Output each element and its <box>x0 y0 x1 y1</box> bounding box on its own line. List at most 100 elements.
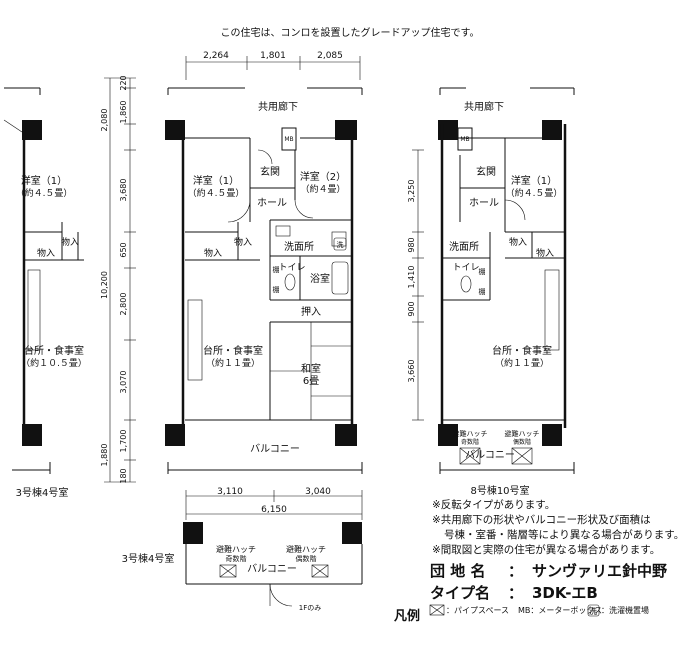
room-entrance: 玄関 <box>260 165 280 178</box>
left-dimensions: 220 2,080 1,860 3,680 650 10,200 2,800 3… <box>100 75 136 484</box>
room-japanese-size: 6畳 <box>303 375 319 387</box>
right-room-shelf: 棚 <box>479 267 486 276</box>
room-western1: 洋室（1） <box>193 174 239 187</box>
bottom-room-balcony: バルコニー <box>247 563 297 575</box>
dim-top-3: 2,085 <box>317 51 343 61</box>
right-hatch-even: 避難ハッチ <box>505 429 540 438</box>
legend-washer: ：洗濯機置場 <box>601 606 649 615</box>
legend-washer-mark: 洗 <box>589 607 597 616</box>
legend-label: 凡例 <box>394 609 421 624</box>
dim-top-1: 2,264 <box>203 51 229 61</box>
right-mb-label: MB <box>460 136 469 143</box>
right-room-toilet: トイレ <box>452 263 479 273</box>
type-colon: ： <box>508 584 524 602</box>
dim-left-220: 220 <box>119 75 128 90</box>
legend-pipe-space: ：パイプスペース <box>446 606 510 615</box>
right-room-western1-size: （約４.５畳） <box>506 187 563 199</box>
complex-name-value: サンヴァリエ針中野 <box>532 562 668 580</box>
dim-left-1700: 1,700 <box>119 430 128 453</box>
right-room-kitchen: 台所・食事室 <box>492 344 552 357</box>
dim-right-3660: 3,660 <box>407 360 416 383</box>
room-storage: 物入 <box>234 236 252 248</box>
left-unit-label: 3号棟4号室 <box>16 486 69 499</box>
top-dimensions: 2,264 1,801 2,085 <box>185 51 361 80</box>
room-shelf-2: 棚 <box>273 285 280 294</box>
left-room-western1-size: （約４.５畳） <box>16 187 73 199</box>
bottom-balcony-variant: 避難ハッチ 奇数階 避難ハッチ 偶数階 バルコニー 1Fのみ 3号棟4号室 <box>122 522 363 612</box>
dim-right-3250: 3,250 <box>407 180 416 203</box>
legend-mb: MB：メーターボックス <box>518 606 603 615</box>
left-unit: 洋室（1） （約４.５畳） 物入 物入 台所・食事室 （約１０.５畳） 3号棟4… <box>3 87 87 499</box>
left-room-western1: 洋室（1） <box>21 174 67 187</box>
dim-left-10200: 10,200 <box>100 271 109 299</box>
right-hatch-even-floor: 偶数階 <box>513 438 531 446</box>
bottom-hatch-even: 避難ハッチ <box>286 544 326 554</box>
room-closet: 押入 <box>301 305 321 318</box>
type-value: 3DK-エB <box>532 584 598 602</box>
right-corridor-label: 共用廊下 <box>464 100 504 113</box>
right-room-entrance: 玄関 <box>476 165 496 178</box>
right-room-western1: 洋室（1） <box>511 174 557 187</box>
dim-right-980: 980 <box>407 237 416 252</box>
room-japanese: 和室 <box>301 362 321 375</box>
left-room-storage-2: 物入 <box>61 236 79 248</box>
right-room-washroom: 洗面所 <box>449 241 479 253</box>
right-unit-label: 8号棟10号室 <box>470 484 529 497</box>
note-reversed: ※反転タイプがあります。 <box>432 499 556 511</box>
dim-left-3070: 3,070 <box>119 371 128 394</box>
right-room-kitchen-size: （約１１畳） <box>495 357 549 369</box>
room-washroom: 洗面所 <box>284 241 314 253</box>
right-unit: 共用廊下 3,250 980 1,410 900 3,660 MB <box>407 87 575 497</box>
bottom-unit-label: 3号棟4号室 <box>122 552 175 565</box>
room-balcony: バルコニー <box>250 443 300 455</box>
dim-left-1880: 1,880 <box>100 444 109 467</box>
bottom-hatch-odd-floor: 奇数階 <box>226 554 247 563</box>
dim-top-2: 1,801 <box>260 51 286 61</box>
bottom-hatch-odd: 避難ハッチ <box>216 544 256 554</box>
note-corridor-2: 号棟・室番・階層等により異なる場合があります。 <box>444 529 685 541</box>
dim-left-650: 650 <box>119 242 128 257</box>
mb-label: MB <box>284 136 293 143</box>
room-bath: 浴室 <box>310 272 330 285</box>
type-label: タイプ名 <box>430 584 491 602</box>
left-room-kitchen-size: （約１０.５畳） <box>21 357 87 369</box>
dim-left-1860: 1,860 <box>119 101 128 124</box>
corridor-label: 共用廊下 <box>258 100 298 113</box>
right-room-hall: ホール <box>469 197 499 209</box>
note-corridor: ※共用廊下の形状やバルコニー形状及び面積は <box>432 514 651 526</box>
room-hall: ホール <box>257 197 287 209</box>
room-kitchen: 台所・食事室 <box>203 344 263 357</box>
first-floor-only: 1Fのみ <box>299 604 321 612</box>
bottom-dimensions: 3,110 3,040 6,150 <box>185 487 363 520</box>
room-kitchen-size: （約１１畳） <box>206 357 260 369</box>
washer-mark: 洗 <box>337 240 344 249</box>
room-western2-size: （約４畳） <box>300 183 345 195</box>
right-room-balcony: バルコニー <box>465 449 515 461</box>
right-room-shelf-2: 棚 <box>479 287 486 296</box>
dim-right-1410: 1,410 <box>407 266 416 289</box>
right-hatch-odd-floor: 奇数階 <box>461 438 479 446</box>
left-room-storage: 物入 <box>37 247 55 259</box>
room-shelf: 棚 <box>273 265 280 274</box>
dim-left-2800: 2,800 <box>119 293 128 316</box>
dim-bottom-3040: 3,040 <box>305 487 331 497</box>
room-storage-2: 物入 <box>204 247 222 259</box>
header-note: この住宅は、コンロを設置したグレードアップ住宅です。 <box>221 26 480 39</box>
room-toilet: トイレ <box>278 263 305 273</box>
complex-name-colon: ： <box>508 562 524 580</box>
bottom-hatch-even-floor: 偶数階 <box>296 554 317 563</box>
dim-left-180: 180 <box>119 468 128 483</box>
left-room-kitchen: 台所・食事室 <box>24 344 84 357</box>
complex-name-label: 団 地 名 <box>430 562 486 580</box>
dim-bottom-3110: 3,110 <box>217 487 243 497</box>
right-room-storage: 物入 <box>509 236 527 248</box>
note-plan-diff: ※間取図と実際の住宅が異なる場合があります。 <box>432 544 661 556</box>
center-unit: 共用廊下 MB <box>165 87 363 474</box>
dim-left-3680: 3,680 <box>119 179 128 202</box>
right-room-storage-2: 物入 <box>536 247 554 259</box>
right-hatch-odd: 避難ハッチ <box>453 429 488 438</box>
dim-bottom-6150: 6,150 <box>261 505 287 515</box>
room-western2: 洋室（2） <box>300 170 346 183</box>
dim-left-2080: 2,080 <box>100 109 109 132</box>
